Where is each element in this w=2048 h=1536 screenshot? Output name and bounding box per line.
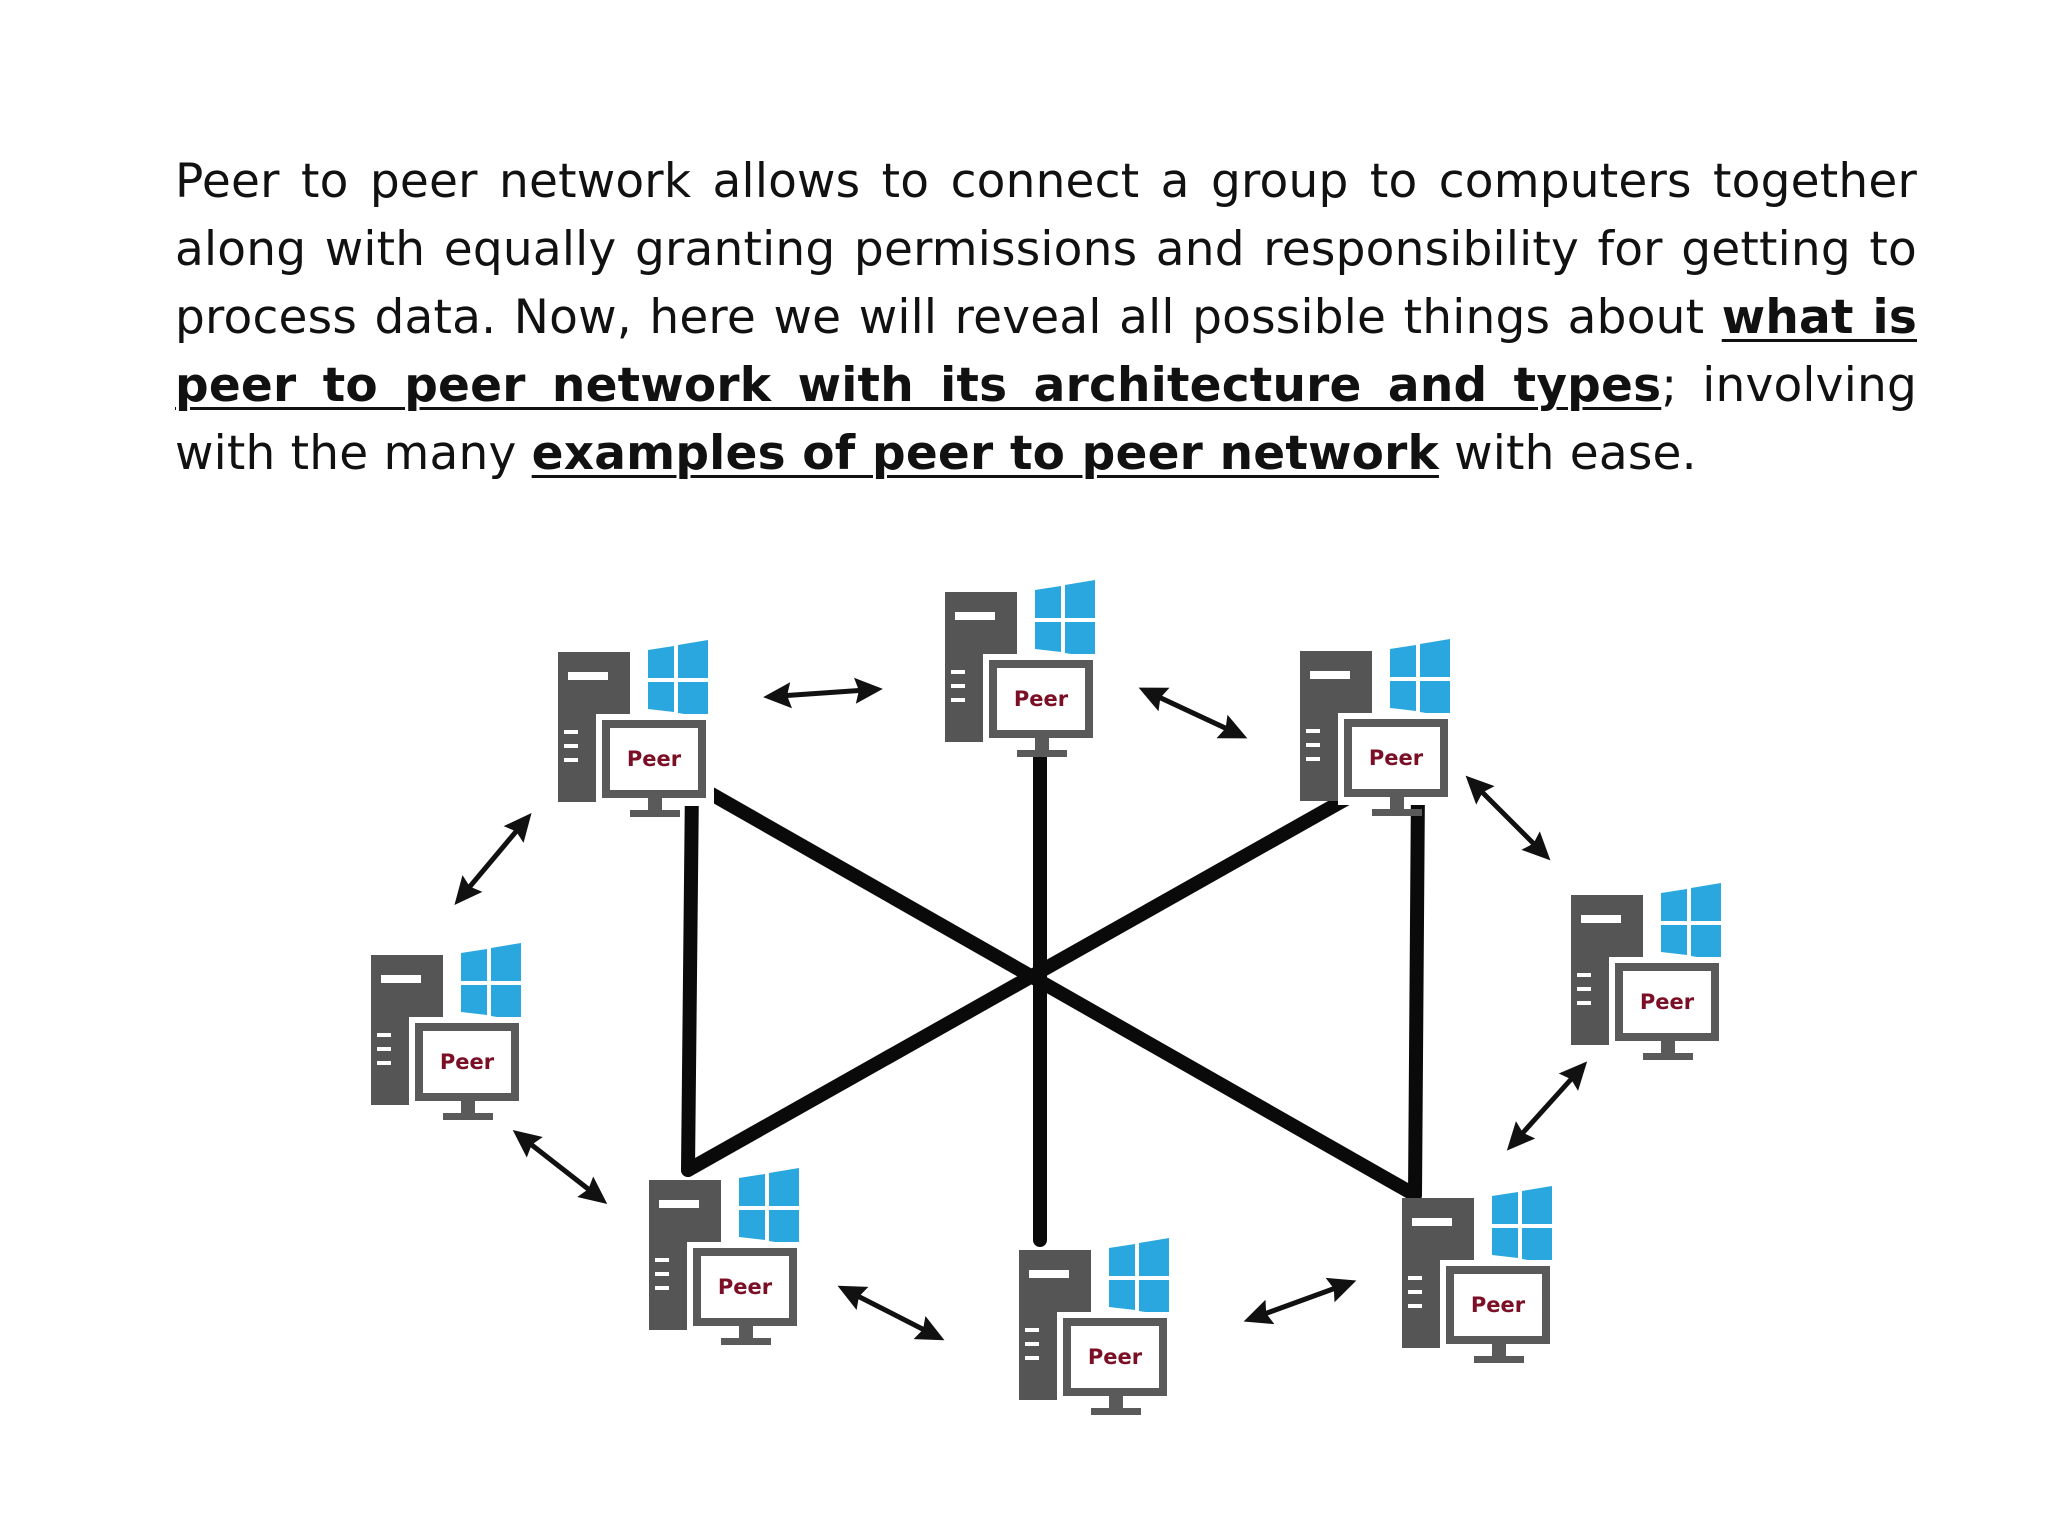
peer-computer-bottom-left: Peer — [649, 1168, 805, 1345]
peer-computer-top-right: Peer — [1300, 639, 1456, 816]
double-headed-arrow-icon — [444, 805, 541, 914]
peer-computer-top-center: Peer — [945, 580, 1101, 757]
computer-tower-icon — [1571, 883, 1727, 1060]
double-headed-arrow-icon — [1497, 1053, 1597, 1160]
peer-label: Peer — [440, 1050, 495, 1074]
computer-tower-icon — [945, 580, 1101, 757]
peer-label: Peer — [1369, 746, 1424, 770]
computer-tower-icon — [1402, 1186, 1558, 1363]
line-top-left-to-bottom-right — [685, 776, 1422, 1202]
intro-text-2: ; involving with the many — [175, 358, 1917, 481]
double-headed-arrow-icon — [762, 676, 884, 710]
intro-paragraph: Peer to peer network allows to connect a… — [175, 148, 1917, 488]
peer-label: Peer — [1014, 687, 1069, 711]
peer-label: Peer — [627, 747, 682, 771]
computer-tower-icon — [371, 943, 527, 1120]
peer-computer-bottom-center: Peer — [1019, 1238, 1175, 1415]
link-examples-of-peer-to-peer[interactable]: examples of peer to peer network — [531, 426, 1439, 481]
peer-computer-mid-left: Peer — [371, 943, 527, 1120]
link-what-is-peer-to-peer[interactable]: what is peer to peer network with its ar… — [175, 290, 1917, 413]
peer-computer-bottom-right: Peer — [1402, 1186, 1558, 1363]
peer-label: Peer — [1640, 990, 1695, 1014]
double-headed-arrow-icon — [1133, 676, 1253, 750]
double-headed-arrow-icon — [505, 1120, 616, 1214]
double-headed-arrow-icon — [1456, 766, 1559, 869]
connection-lines — [681, 748, 1425, 1247]
intro-text-3: with ease. — [1438, 426, 1697, 481]
peer-label: Peer — [1471, 1293, 1526, 1317]
peer-label: Peer — [1088, 1345, 1143, 1369]
double-headed-arrow-icon — [832, 1274, 951, 1352]
computer-tower-icon — [1019, 1238, 1175, 1415]
line-top-right-to-bottom-right — [1408, 777, 1425, 1202]
peer-computer-top-left: Peer — [558, 640, 714, 817]
peer-computer-mid-right: Peer — [1571, 883, 1727, 1060]
double-headed-arrow-icon — [1239, 1268, 1361, 1333]
peer-label: Peer — [718, 1275, 773, 1299]
line-top-left-to-bottom-left — [681, 776, 699, 1177]
computer-tower-icon — [558, 640, 714, 817]
computer-tower-icon — [649, 1168, 805, 1345]
intro-text-1: Peer to peer network allows to connect a… — [175, 154, 1917, 345]
computer-tower-icon — [1300, 639, 1456, 816]
line-top-right-to-bottom-left — [681, 788, 1360, 1177]
